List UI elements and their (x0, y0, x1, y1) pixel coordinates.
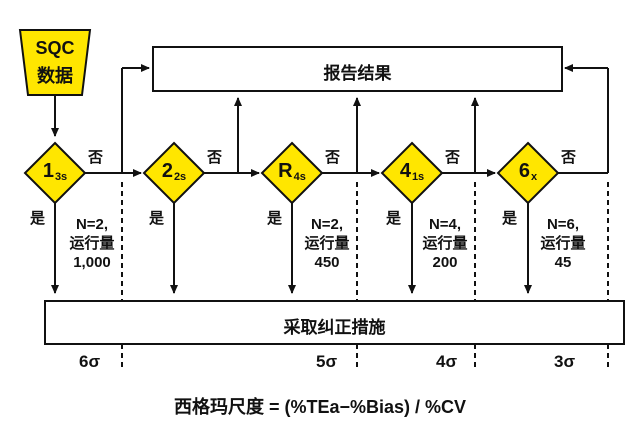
yes-label-4: 是 (386, 210, 402, 227)
yes-label-1: 是 (30, 210, 46, 227)
no-label-2: 否 (207, 149, 223, 166)
sigma-formula: 西格玛尺度 = (%TEa−%Bias) / %CV (173, 397, 467, 417)
yes-label-5: 是 (502, 210, 518, 227)
report-results-label: 报告结果 (323, 64, 392, 83)
run-info-3: N=4, 运行量 200 (422, 216, 468, 271)
sigma-label-3: 3σ (554, 352, 576, 371)
run-info-1: N=2, 运行量 1,000 (69, 216, 115, 271)
rule-6-x-label: 6x (518, 160, 538, 183)
no-label-5: 否 (561, 149, 577, 166)
rule-4-1s-label: 41s (399, 160, 425, 183)
sigma-label-5: 5σ (316, 352, 338, 371)
corrective-action-label: 采取纠正措施 (283, 318, 386, 337)
yes-label-3: 是 (267, 210, 283, 227)
no-label-1: 否 (88, 149, 104, 166)
corrective-action-box: 采取纠正措施 (44, 300, 625, 345)
no-label-3: 否 (325, 149, 341, 166)
sigma-label-6: 6σ (79, 352, 101, 371)
run-info-2: N=2, 运行量 450 (304, 216, 350, 271)
rule-r-4s-label: R4s (278, 160, 306, 183)
rule-2-2s-label: 22s (161, 160, 187, 183)
start-node-label-1: SQC (35, 38, 75, 58)
sigma-label-4: 4σ (436, 352, 458, 371)
report-results-box: 报告结果 (152, 46, 563, 92)
rule-1-3s-label: 13s (42, 160, 68, 183)
yes-label-2: 是 (149, 210, 165, 227)
no-label-4: 否 (445, 149, 461, 166)
start-node-label-2: 数据 (37, 66, 73, 86)
start-node-shape (18, 29, 92, 96)
run-info-4: N=6, 运行量 45 (540, 216, 586, 271)
